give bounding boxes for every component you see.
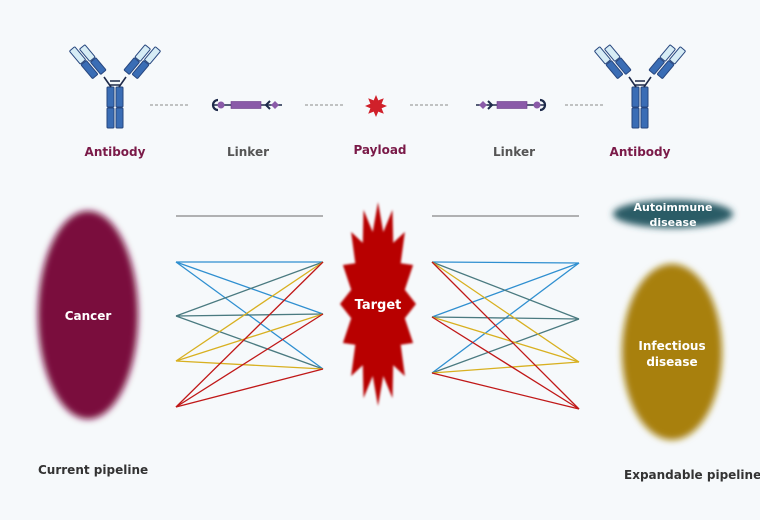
autoimmune-label-line1: Autoimmune (634, 201, 713, 214)
cancer-ellipse (38, 211, 138, 419)
connection-line (431, 316, 580, 410)
infectious-label-line2: disease (646, 355, 697, 369)
connection-line (175, 313, 324, 362)
connection-line (431, 372, 580, 410)
antibody-left-icon (68, 40, 162, 129)
connection-line (431, 316, 580, 320)
connection-line (175, 313, 324, 408)
connection-line (431, 261, 580, 320)
connection-line (175, 315, 324, 370)
connection-line (175, 360, 324, 370)
infectious-label-line1: Infectious (638, 339, 705, 353)
connection-line (431, 316, 580, 363)
linker-left-label: Linker (227, 145, 269, 159)
autoimmune-label-line2: disease (649, 216, 696, 229)
antibody-right-icon (593, 40, 687, 129)
current-pipeline-label: Current pipeline (38, 463, 148, 477)
linker-right-icon (474, 98, 548, 112)
antibody-left-label: Antibody (85, 145, 146, 159)
expandable-pipeline-label: Expandable pipeline (624, 468, 760, 482)
autoimmune-ellipse (613, 200, 733, 228)
target-starburst (340, 202, 416, 406)
target-label: Target (355, 298, 402, 313)
infectious-ellipse (622, 264, 722, 440)
connection-line (175, 368, 324, 408)
antibody-right-label: Antibody (610, 145, 671, 159)
payload-star-icon (365, 95, 387, 117)
connection-line (175, 313, 324, 317)
connection-line (431, 261, 580, 264)
linker-right-label: Linker (493, 145, 535, 159)
linker-left-icon (210, 98, 284, 112)
connection-network (175, 261, 580, 410)
connection-line (175, 261, 324, 315)
cancer-label: Cancer (65, 309, 112, 323)
connection-line (175, 261, 324, 317)
connection-line (431, 361, 580, 374)
payload-label: Payload (353, 143, 406, 157)
connection-line (175, 261, 324, 408)
connection-line (431, 318, 580, 374)
connection-line (175, 261, 324, 362)
connection-line (431, 261, 580, 410)
connection-line (431, 261, 580, 363)
